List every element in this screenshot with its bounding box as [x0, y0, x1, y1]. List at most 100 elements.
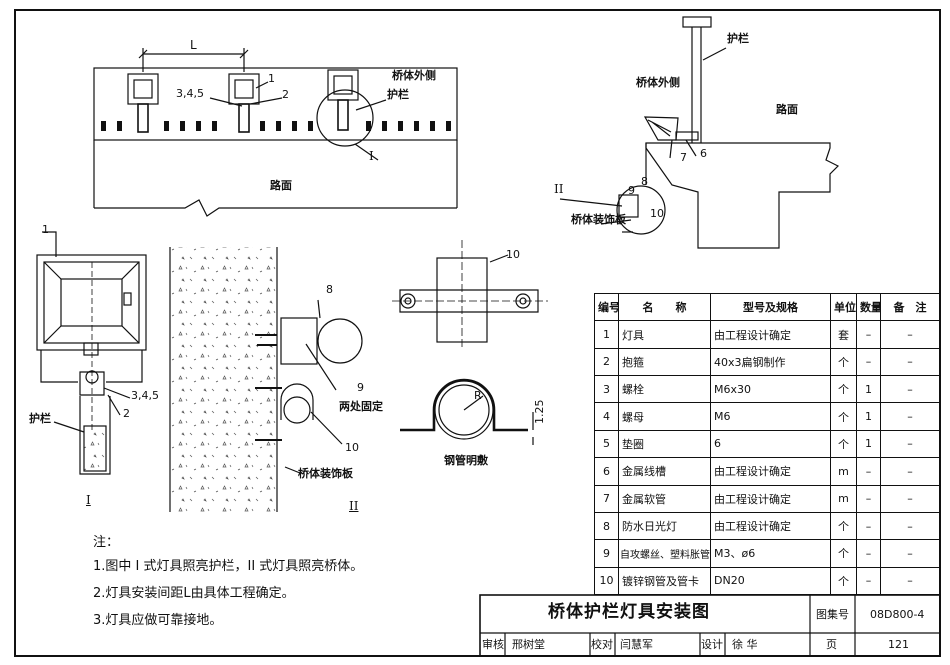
callout-10-sec: 10	[650, 207, 664, 220]
cell-spec: M3、ø6	[710, 539, 831, 568]
cell-spec: 40x3扁钢制作	[710, 347, 831, 377]
cell-unit: 个	[830, 511, 857, 541]
cell-spec: M6	[710, 402, 831, 431]
detail-I-callout-1: 1	[42, 223, 49, 236]
cell-no: 6	[594, 457, 619, 486]
detail-mark-I: I	[369, 149, 374, 163]
detail-II-deck-panel-label: 桥体装饰板	[298, 467, 353, 480]
cell-no: 3	[594, 375, 619, 404]
cell-name: 自攻螺丝、塑料胀管	[618, 539, 711, 568]
top-outer-side-label: 桥体外侧	[392, 69, 436, 82]
page-label: 页	[826, 638, 837, 651]
cell-no: 9	[594, 539, 619, 568]
cell-remark: –	[880, 320, 940, 349]
notes-heading: 注：	[93, 535, 120, 550]
clamp-drawing	[392, 240, 548, 445]
cell-unit: 个	[830, 429, 857, 459]
atlas-number: 08D800-4	[870, 608, 925, 621]
callout-345-top: 3,4,5	[176, 87, 204, 100]
note-3: 3.灯具应做可靠接地。	[93, 613, 223, 628]
design-label: 设计	[701, 638, 723, 651]
cell-remark: –	[880, 566, 940, 596]
top-road-surface-label: 路面	[270, 179, 292, 192]
cell-qty: 1	[856, 375, 881, 404]
callout-8-sec: 8	[641, 175, 648, 188]
cell-qty: –	[856, 484, 881, 513]
reviewer-name: 邢树堂	[512, 638, 545, 651]
cell-no: 10	[594, 566, 619, 596]
cell-spec: 由工程设计确定	[710, 511, 831, 541]
cell-remark: –	[880, 429, 940, 459]
clamp-caption: 钢管明敷	[444, 454, 488, 467]
col-header-qty: 数量	[856, 292, 881, 322]
clamp-callout-10: 10	[506, 248, 520, 261]
cell-name: 垫圈	[618, 429, 711, 459]
cell-unit: 个	[830, 347, 857, 377]
note-1: 1.图中 I 式灯具照亮护栏，II 式灯具照亮桥体。	[93, 559, 364, 574]
sec-guardrail-label: 护栏	[727, 32, 749, 45]
sheet-border	[14, 9, 941, 657]
cell-name: 灯具	[618, 320, 711, 349]
cell-unit: 个	[830, 402, 857, 431]
cell-spec: DN20	[710, 566, 831, 596]
table-header-row: 编号 名 称 型号及规格 单位 数量 备 注	[594, 292, 940, 322]
cell-name: 防水日光灯	[618, 511, 711, 541]
cell-name: 螺母	[618, 402, 711, 431]
cell-remark: –	[880, 539, 940, 568]
detail-II-drawing	[169, 247, 363, 512]
cell-qty: 1	[856, 402, 881, 431]
cell-name: 金属线槽	[618, 457, 711, 486]
designer-name: 徐 华	[732, 638, 758, 651]
cell-spec: M6x30	[710, 375, 831, 404]
cell-spec: 由工程设计确定	[710, 320, 831, 349]
clamp-radius-label: R	[474, 389, 482, 402]
cell-unit: 套	[830, 320, 857, 349]
cell-no: 4	[594, 402, 619, 431]
cell-name: 螺栓	[618, 375, 711, 404]
detail-II-fixed-label: 两处固定	[339, 400, 383, 413]
cell-remark: –	[880, 457, 940, 486]
drawing-title: 桥体护栏灯具安装图	[548, 602, 710, 622]
dim-L-label: L	[190, 38, 197, 52]
cell-spec: 由工程设计确定	[710, 484, 831, 513]
cell-unit: 个	[830, 566, 857, 596]
col-header-no: 编号	[594, 292, 619, 322]
cell-unit: 个	[830, 539, 857, 568]
cell-no: 2	[594, 347, 619, 377]
section-view-drawing	[559, 16, 840, 249]
cell-spec: 由工程设计确定	[710, 457, 831, 486]
cell-qty: –	[856, 511, 881, 541]
callout-1-top: 1	[268, 72, 275, 85]
checker-name: 闫慧军	[620, 638, 653, 651]
detail-II-callout-10: 10	[345, 441, 359, 454]
callout-9-sec: 9	[628, 184, 635, 197]
cell-unit: 个	[830, 375, 857, 404]
col-header-name: 名 称	[618, 292, 711, 322]
detail-I-callout-345: 3,4,5	[131, 389, 159, 402]
clamp-thickness-label: 1.25	[533, 399, 546, 425]
cell-qty: 1	[856, 429, 881, 459]
detail-I-callout-2: 2	[123, 407, 130, 420]
cell-name: 镀锌钢管及管卡	[618, 566, 711, 596]
callout-2-top: 2	[282, 88, 289, 101]
sec-deck-panel-label: 桥体装饰板	[571, 213, 626, 226]
detail-II-title: II	[349, 499, 359, 513]
detail-II-callout-8: 8	[326, 283, 333, 296]
detail-I-drawing	[36, 231, 147, 475]
col-header-remark: 备 注	[880, 292, 940, 322]
mark-II-sec: II	[554, 182, 564, 196]
cell-unit: m	[830, 484, 857, 513]
cell-unit: m	[830, 457, 857, 486]
cell-qty: –	[856, 320, 881, 349]
cell-remark: –	[880, 375, 940, 404]
cell-spec: 6	[710, 429, 831, 459]
